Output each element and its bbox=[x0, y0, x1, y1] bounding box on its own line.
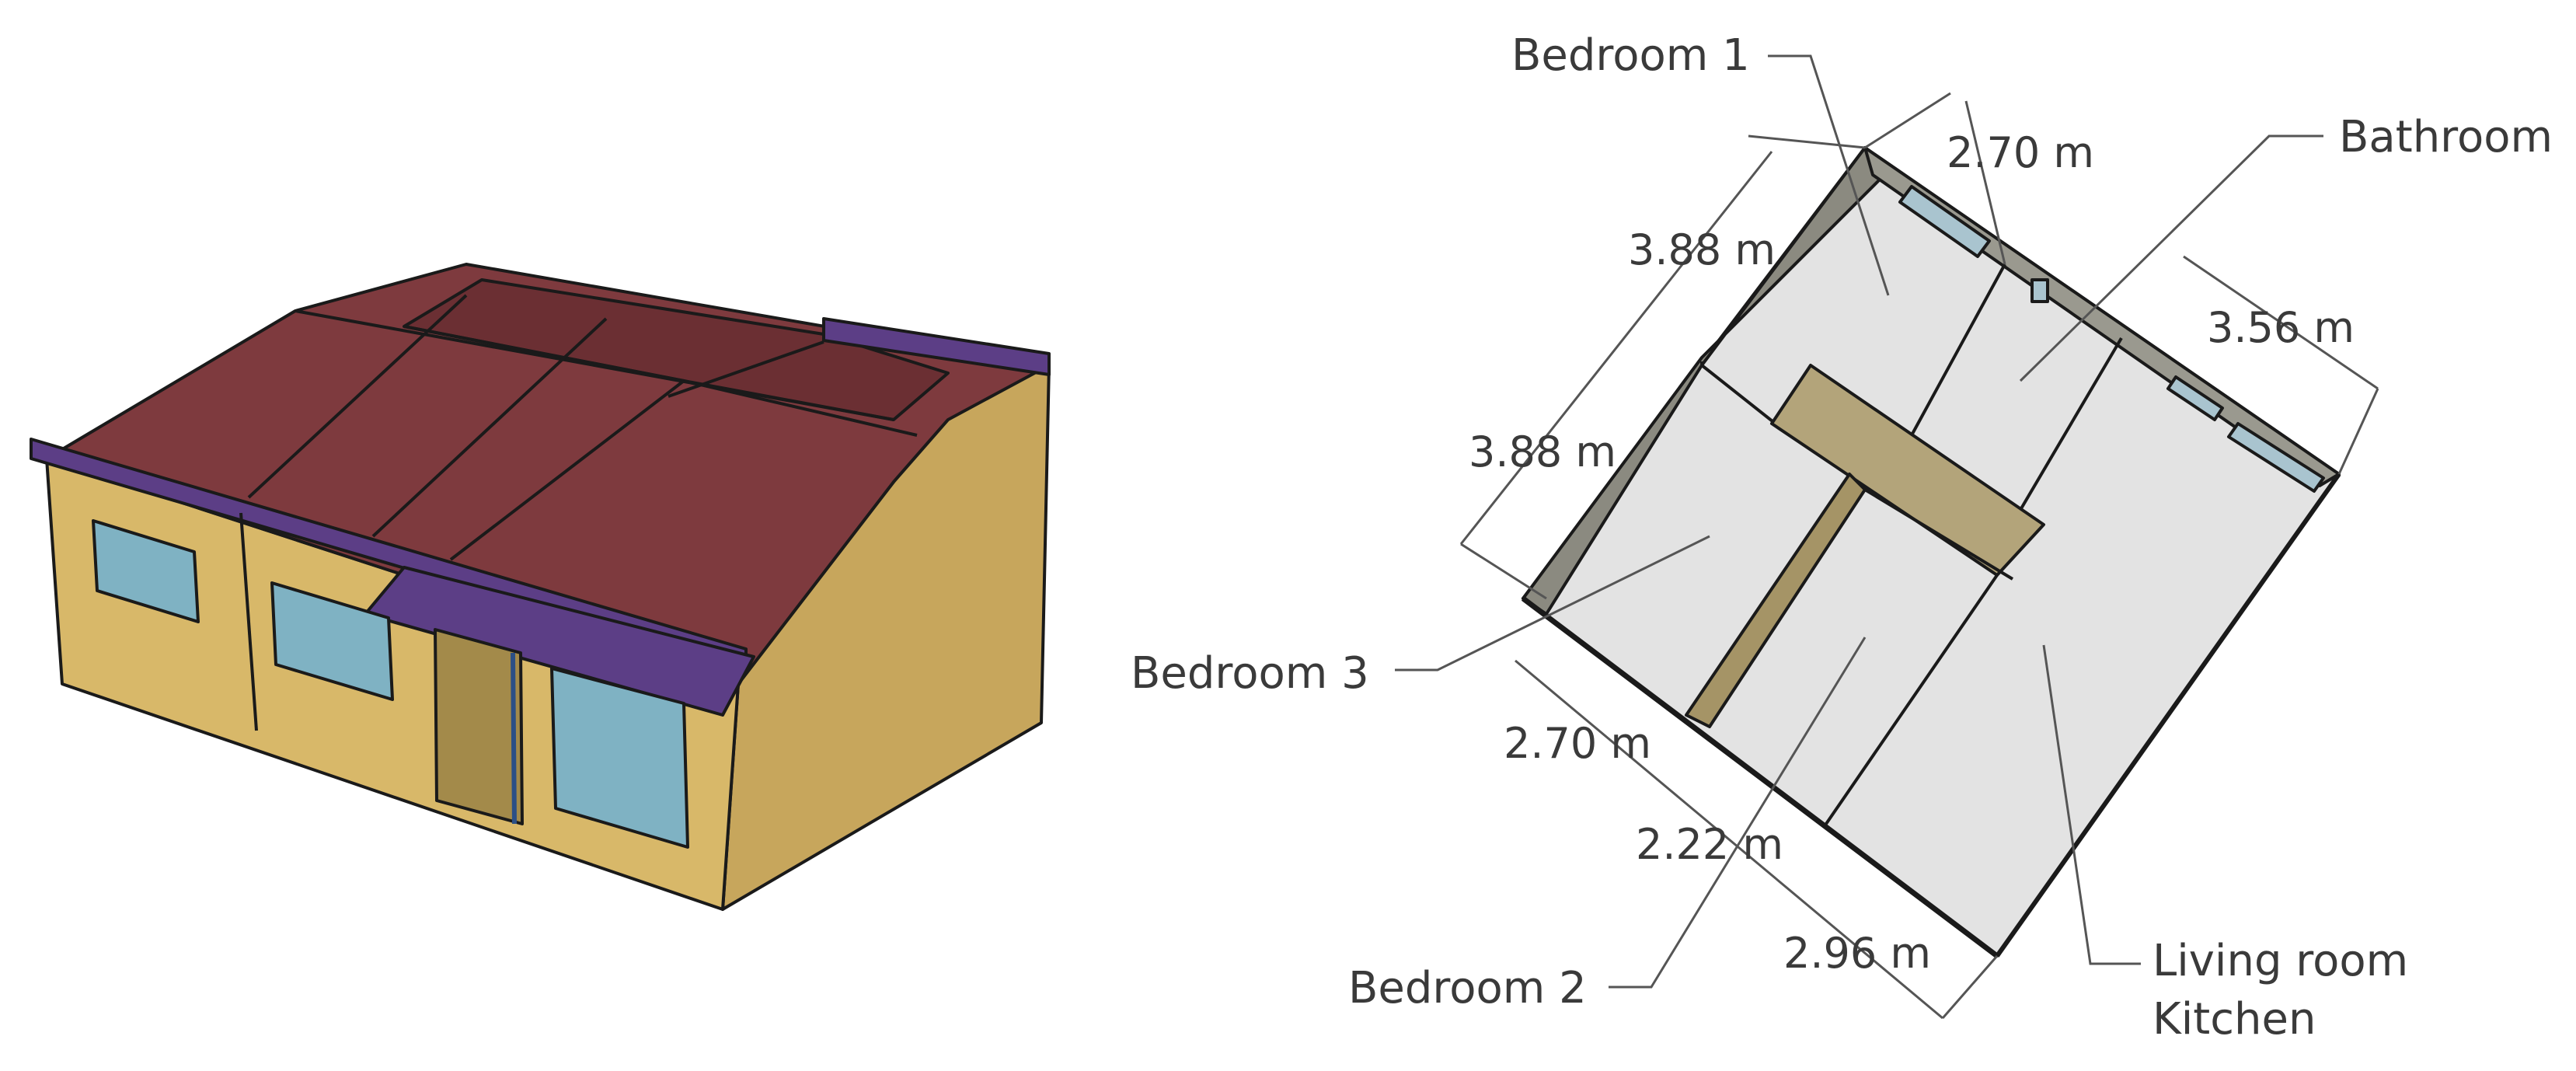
dim-bottom-c: 2.96 m bbox=[1783, 929, 1931, 978]
dim-top-width: 2.70 m bbox=[1947, 128, 2094, 177]
plan-window-living-a bbox=[2166, 375, 2224, 421]
window-middle bbox=[270, 581, 394, 701]
label-living-room: Living room bbox=[2152, 936, 2408, 986]
house-porch-roof bbox=[364, 566, 755, 717]
dim-left-lower: 3.88 m bbox=[1469, 427, 1616, 476]
window-left bbox=[92, 519, 200, 623]
plan-window-bathroom bbox=[2030, 278, 2049, 303]
floor-plan bbox=[1521, 146, 2341, 958]
label-kitchen: Kitchen bbox=[2152, 994, 2316, 1045]
label-bathroom: Bathroom bbox=[2339, 112, 2553, 162]
dim-bottom-b: 2.22 m bbox=[1636, 820, 1783, 869]
house-door bbox=[434, 628, 524, 825]
label-bedroom2: Bedroom 2 bbox=[1348, 963, 1587, 1013]
window-right bbox=[550, 667, 689, 849]
dim-right-width: 3.56 m bbox=[2207, 303, 2355, 352]
plan-window-bedroom1 bbox=[1898, 185, 1991, 258]
leader-lines bbox=[1395, 54, 2323, 989]
dim-bottom-a: 2.70 m bbox=[1504, 719, 1651, 768]
plan-window-living-b bbox=[2227, 422, 2325, 493]
house-3d-model bbox=[30, 263, 1051, 911]
dimension-lines bbox=[1459, 92, 2379, 1020]
house-gutter-back bbox=[822, 317, 1051, 376]
label-bedroom3: Bedroom 3 bbox=[1131, 648, 1369, 699]
label-bedroom1: Bedroom 1 bbox=[1511, 30, 1750, 81]
wall-bedroom2-left bbox=[1685, 473, 1867, 728]
dim-left-upper: 3.88 m bbox=[1628, 225, 1776, 274]
